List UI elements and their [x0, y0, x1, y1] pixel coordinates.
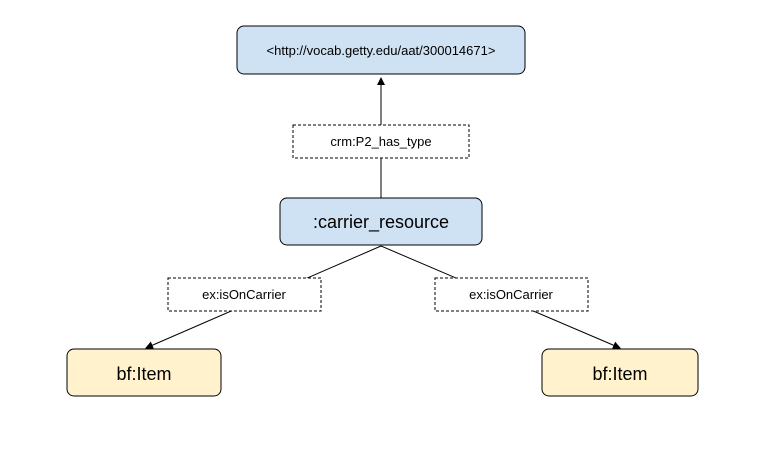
- node-getty-uri-box: [236, 25, 526, 75]
- edge-label-has-type-text: crm:P2_has_type: [330, 134, 431, 149]
- node-item-right-box: [541, 348, 699, 397]
- node-getty-uri-label: <http://vocab.getty.edu/aat/300014671>: [267, 43, 496, 58]
- edge-label-is-on-carrier-left-box: [167, 277, 322, 312]
- edge-label-has-type: crm:P2_has_type: [292, 124, 470, 159]
- node-item-right-label: bf:Item: [592, 364, 647, 384]
- node-carrier-resource-label: :carrier_resource: [313, 212, 449, 233]
- node-item-left-label: bf:Item: [116, 364, 171, 384]
- node-item-right: bf:Item: [541, 348, 699, 397]
- edge-label-has-type-box: [292, 124, 470, 159]
- node-getty-uri: <http://vocab.getty.edu/aat/300014671>: [236, 25, 526, 75]
- node-carrier-resource-box: [279, 197, 483, 246]
- edge-label-is-on-carrier-left-text: ex:isOnCarrier: [202, 287, 286, 302]
- edge-label-is-on-carrier-left: ex:isOnCarrier: [167, 277, 322, 312]
- node-carrier-resource: :carrier_resource: [279, 197, 483, 246]
- node-item-left-box: [66, 348, 222, 397]
- edge-label-is-on-carrier-right-box: [434, 277, 589, 312]
- node-item-left: bf:Item: [66, 348, 222, 397]
- edge-label-is-on-carrier-right: ex:isOnCarrier: [434, 277, 589, 312]
- edge-label-is-on-carrier-right-text: ex:isOnCarrier: [469, 287, 553, 302]
